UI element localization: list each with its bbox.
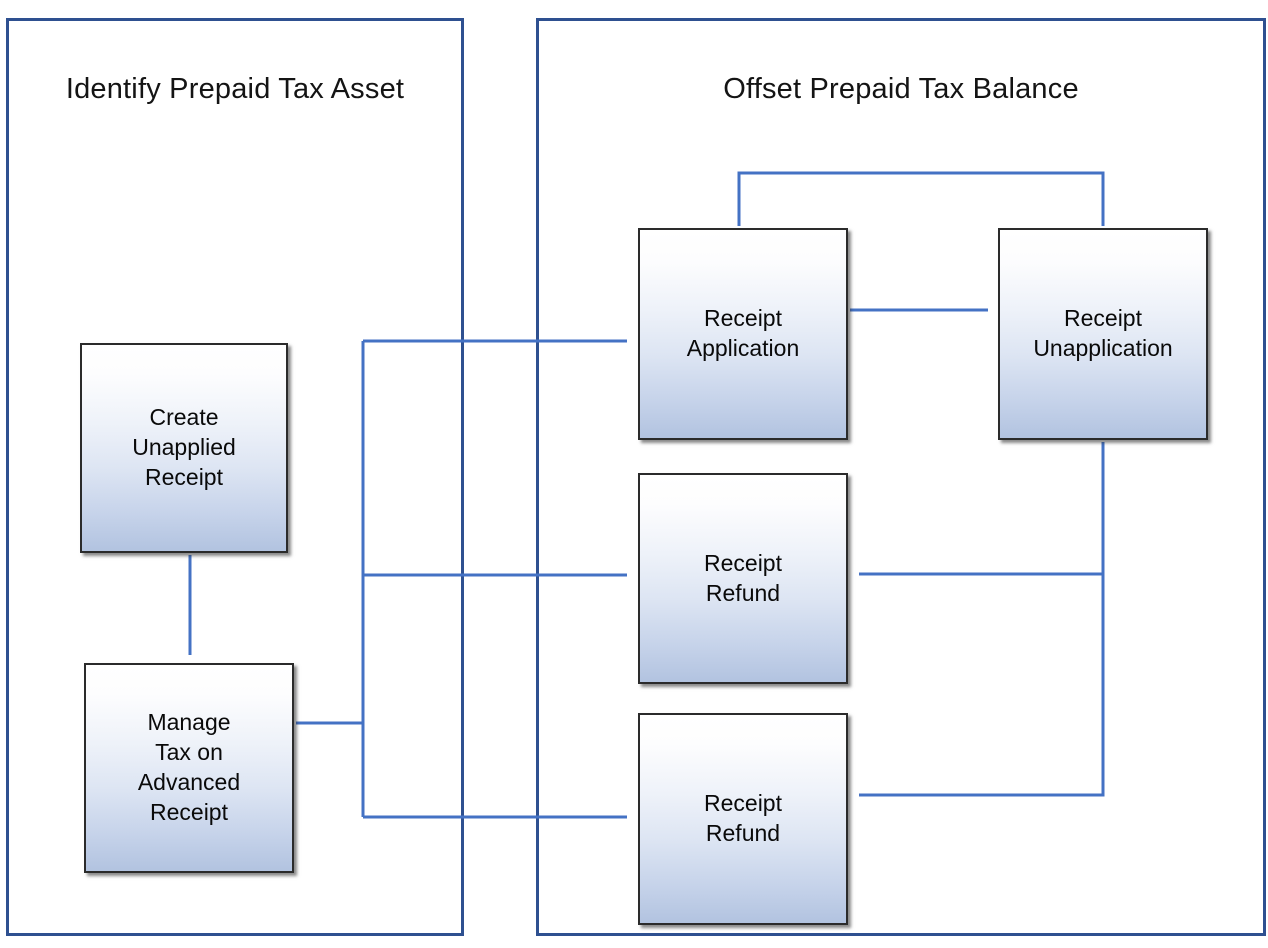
node-label: Manage Tax on Advanced Receipt	[137, 709, 241, 825]
node-receipt-refund-2[interactable]: Receipt Refund	[638, 713, 848, 925]
panel-offset-prepaid-tax-balance: Offset Prepaid Tax Balance	[536, 18, 1266, 936]
node-label: Receipt Application	[686, 305, 800, 361]
panel-identify-prepaid-tax-asset: Identify Prepaid Tax Asset	[6, 18, 464, 936]
node-label: Receipt Unapplication	[1033, 305, 1173, 361]
node-manage-tax-on-advanced-receipt[interactable]: Manage Tax on Advanced Receipt	[84, 663, 294, 873]
node-receipt-application[interactable]: Receipt Application	[638, 228, 848, 440]
node-receipt-unapplication[interactable]: Receipt Unapplication	[998, 228, 1208, 440]
node-receipt-refund-1[interactable]: Receipt Refund	[638, 473, 848, 684]
node-label: Receipt Refund	[704, 549, 782, 606]
node-label: Create Unapplied Receipt	[132, 404, 236, 490]
node-label: Receipt Refund	[704, 790, 782, 846]
node-create-unapplied-receipt[interactable]: Create Unapplied Receipt	[80, 343, 288, 553]
panel-title-offset-prepaid-tax-balance: Offset Prepaid Tax Balance	[723, 73, 1079, 105]
panel-title-identify-prepaid-tax-asset: Identify Prepaid Tax Asset	[65, 73, 405, 105]
